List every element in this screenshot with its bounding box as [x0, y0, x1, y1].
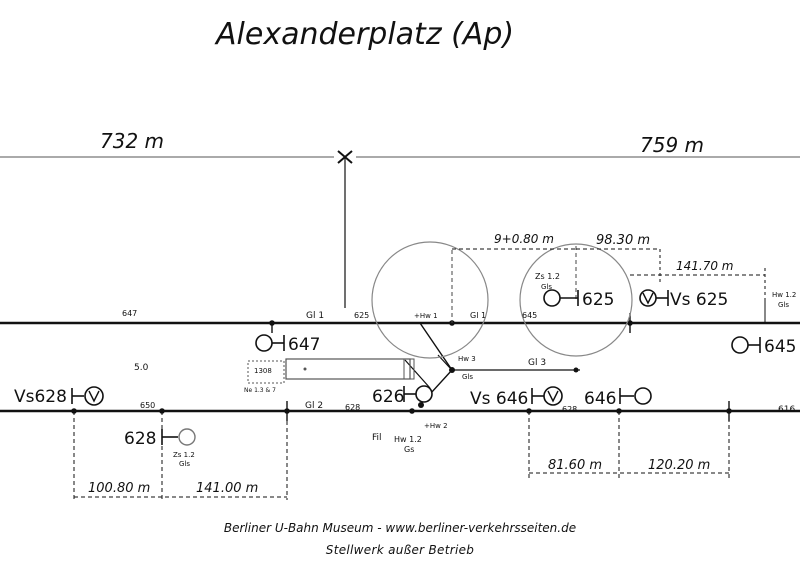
track-label-628: 628	[345, 403, 360, 412]
vs646-label: Vs 646	[470, 389, 528, 409]
signal-625: 625 Zs 1.2 Gls	[535, 272, 614, 310]
track-label-5-0: 5.0	[134, 363, 149, 373]
signal-626-label: 626	[372, 387, 404, 407]
track-label-gs: Gs	[404, 445, 414, 454]
signal-646-label: 646	[584, 389, 616, 409]
track-3-siding	[404, 322, 580, 408]
track-label-650: 650	[140, 401, 155, 410]
vs628-label: Vs628	[14, 387, 67, 407]
signal-646: 646	[584, 387, 652, 409]
signal-628: 628 Zs 1.2 Gls	[124, 428, 196, 468]
dimension-lower: 81.60 m 120.20 m 100.80 m 141.00 m	[73, 411, 730, 500]
track-label-hw12: Hw 1.2	[394, 435, 422, 444]
track-label-647: 647	[122, 309, 137, 318]
dim-label-98-30: 98.30 m	[596, 233, 650, 248]
signal-645-lamp-icon	[731, 336, 749, 354]
track-label-625: 625	[354, 311, 369, 320]
track-label-hw1: +Hw 1	[414, 312, 438, 320]
status-note: Stellwerk außer Betrieb	[325, 543, 475, 557]
dimension-upper: 9+0.80 m 98.30 m 141.70 m	[452, 232, 766, 300]
dim-label-90-80: 9+0.80 m	[494, 232, 554, 246]
signal-626-lamp-icon	[415, 385, 433, 403]
distance-left-label: 732 m	[100, 129, 164, 153]
box-label: 1308	[254, 367, 272, 375]
signal-647-label: 647	[288, 335, 320, 355]
signal-645-label: 645	[764, 337, 796, 357]
signal-647: 647	[255, 334, 320, 355]
signal-vs625: Vs 625	[639, 289, 728, 310]
range-circle-left	[371, 241, 489, 359]
dim-label-120-20: 120.20 m	[648, 458, 710, 473]
track-label-645: 645	[522, 311, 537, 320]
signal-646-lamp-icon	[634, 387, 652, 405]
signal-645: 645	[731, 336, 796, 357]
dim-label-141-70: 141.70 m	[676, 259, 734, 273]
box-label-sub: Ne 1.3 & 7	[244, 387, 276, 394]
signal-vs646: Vs 646	[470, 386, 563, 409]
hw-right-note-sub: Gls	[778, 301, 789, 309]
track-label-hw2: +Hw 2	[424, 422, 448, 430]
range-circle-right	[519, 243, 633, 357]
kilometre-line: 732 m 759 m	[0, 129, 800, 308]
dim-label-141-00: 141.00 m	[196, 481, 258, 496]
track-label-fil: Fil	[372, 433, 382, 443]
signal-625-lamp-icon	[543, 289, 561, 307]
track-label-gl1: Gl 1	[306, 311, 324, 321]
hw-right-note: Hw 1.2	[772, 291, 796, 299]
signal-628-note: Zs 1.2	[173, 451, 195, 459]
track-label-hw3b: Gls	[462, 373, 473, 381]
track-label-hw3: Hw 3	[458, 355, 476, 363]
signal-628-label: 628	[124, 429, 156, 449]
dim-label-81-60: 81.60 m	[548, 458, 602, 473]
track-label-gl3: Gl 3	[528, 358, 546, 368]
signal-625-note-sub: Gls	[541, 283, 552, 291]
signal-626: 626	[372, 385, 433, 407]
track-label-gl2: Gl 2	[305, 401, 323, 411]
credit-line: Berliner U-Bahn Museum - www.berliner-ve…	[223, 521, 577, 535]
track-label-616: 616	[778, 405, 795, 415]
station-title: Alexanderplatz (Ap)	[214, 17, 514, 52]
dim-label-100-80: 100.80 m	[88, 481, 150, 496]
signal-625-label: 625	[582, 290, 614, 310]
vs625-label: Vs 625	[670, 290, 728, 310]
track-label-gl1b: Gl 1	[470, 311, 486, 320]
signal-647-lamp-icon	[255, 334, 273, 352]
track-label-628b: 628	[562, 405, 577, 414]
signal-628-note-sub: Gls	[179, 460, 190, 468]
signal-628-lamp-icon	[178, 428, 196, 446]
platform-block: 1308 Ne 1.3 & 7	[244, 358, 415, 394]
distance-right-label: 759 m	[640, 133, 704, 157]
track-labels: 647 Gl 1 625 +Hw 1 Gl 1 645 5.0 Hw 3 Gls…	[122, 309, 795, 454]
signal-625-note: Zs 1.2	[535, 272, 560, 281]
signal-vs628: Vs628	[14, 386, 104, 407]
